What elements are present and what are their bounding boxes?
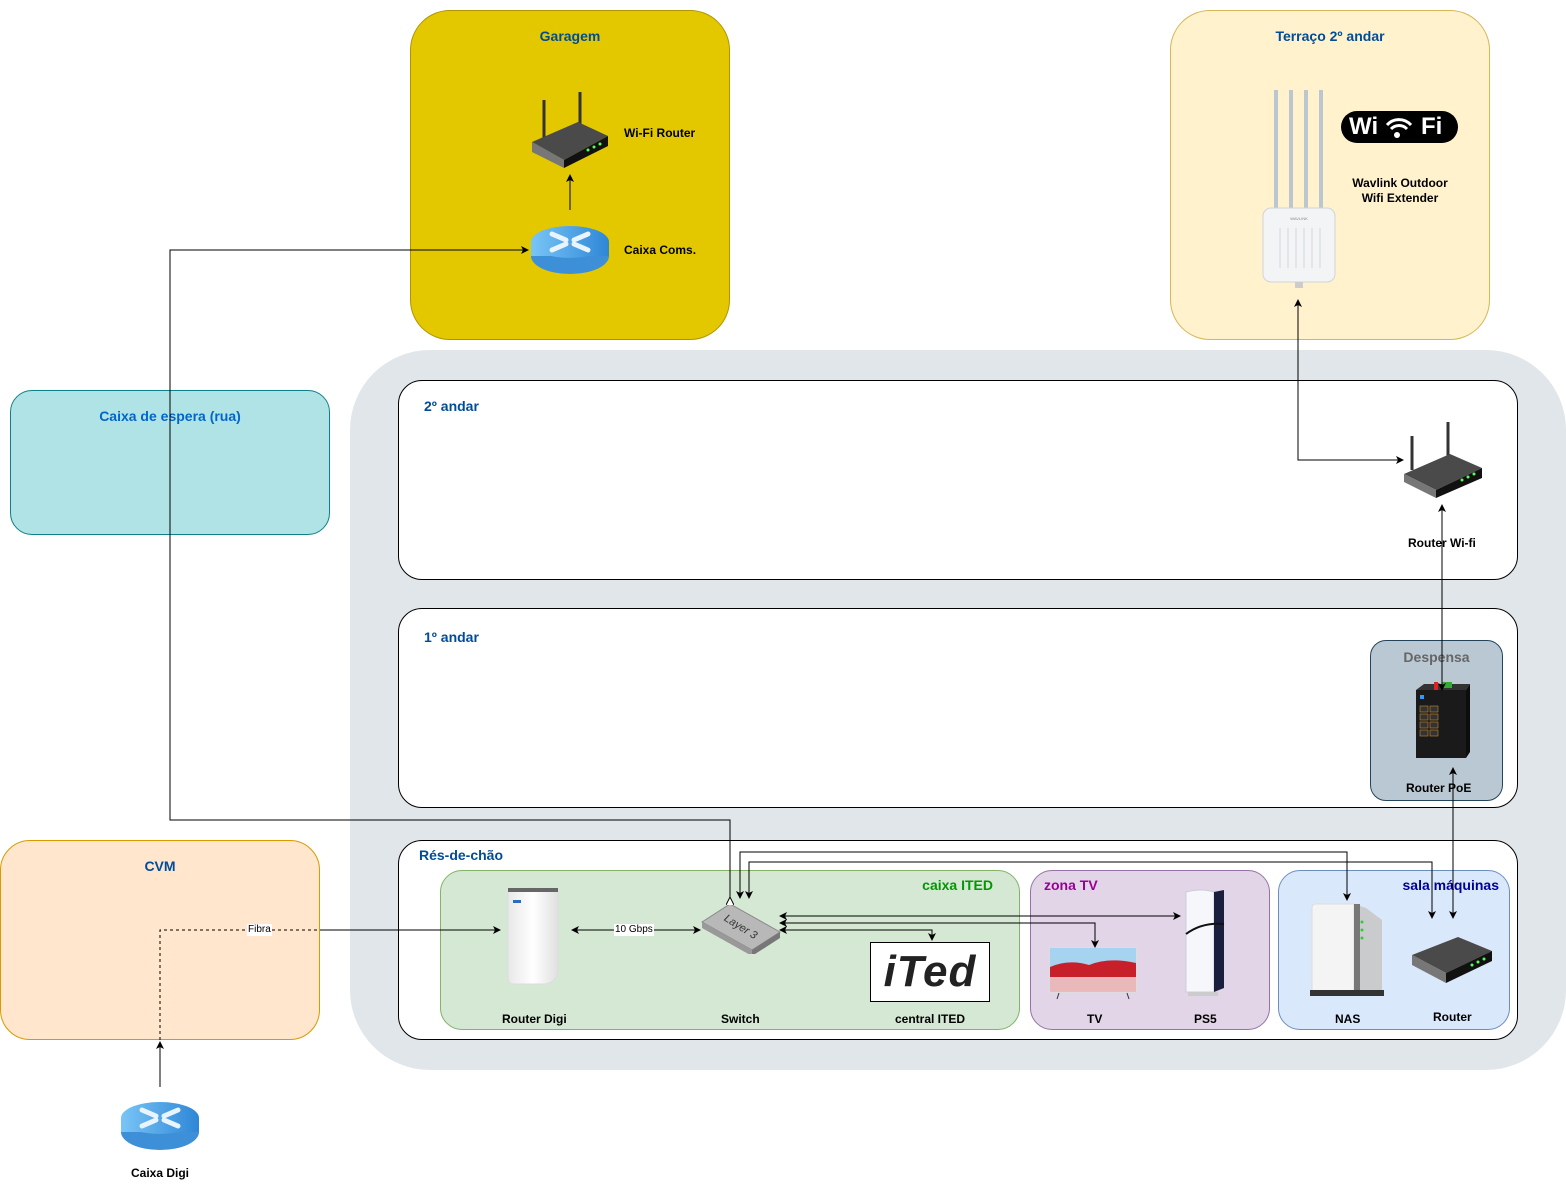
wifi-router-garagem-label: Wi-Fi Router: [624, 126, 696, 140]
wifi-logo: Wi Fi: [1341, 111, 1458, 143]
zone-caixa-ited-title: caixa ITED: [922, 877, 993, 893]
fibra-label: Fibra: [247, 924, 272, 936]
wavlink-brand: WAVLINK: [1290, 216, 1308, 221]
wavlink-label: Wavlink Outdoor Wifi Extender: [1352, 176, 1448, 205]
nas-icon[interactable]: [1310, 902, 1386, 998]
zone-despensa: Despensa: [1370, 640, 1503, 801]
caixa-coms-router-icon[interactable]: [530, 224, 610, 276]
wifi-signal-icon: [1385, 113, 1413, 141]
zone-andar1: 1º andar: [398, 608, 1518, 808]
switch-label: Switch: [721, 1012, 760, 1026]
zone-despensa-title: Despensa: [1403, 649, 1470, 665]
zone-cvm: CVM: [0, 840, 320, 1040]
caixa-coms-label: Caixa Coms.: [624, 243, 697, 257]
ps5-label: PS5: [1194, 1012, 1217, 1026]
zone-andar2: 2º andar: [398, 380, 1518, 580]
caixa-digi-label: Caixa Digi: [131, 1166, 190, 1180]
zone-sala-maquinas-title: sala máquinas: [1402, 877, 1500, 893]
wifi-router-icon[interactable]: [528, 90, 612, 172]
switch-layer3-icon[interactable]: Layer 3: [700, 902, 782, 954]
zone-andar2-title: 2º andar: [424, 398, 479, 414]
ps5-icon[interactable]: [1182, 888, 1226, 998]
router-digi-icon[interactable]: [505, 886, 561, 986]
zone-garagem: Garagem: [410, 10, 730, 340]
wifi-logo-wi: Wi: [1349, 113, 1379, 140]
tv-icon[interactable]: [1049, 947, 1139, 1001]
gbps-label: 10 Gbps: [614, 924, 654, 936]
ited-logo[interactable]: iTed: [870, 942, 990, 1002]
wifi-logo-fi: Fi: [1421, 113, 1443, 140]
router-wifi-icon[interactable]: [1400, 418, 1484, 500]
zone-terraco-title: Terraço 2º andar: [1275, 28, 1385, 44]
router-wifi-label: Router Wi-fi: [1408, 536, 1476, 550]
router-poe-icon[interactable]: [1414, 682, 1470, 760]
zone-cvm-title: CVM: [144, 858, 176, 874]
wavlink-extender-icon[interactable]: WAVLINK: [1260, 88, 1338, 296]
ited-logo-text: iTed: [883, 947, 977, 996]
router-poe-label: Router PoE: [1406, 781, 1472, 795]
zone-andar1-title: 1º andar: [424, 629, 479, 645]
zone-res-chao-title: Rés-de-chão: [419, 847, 504, 863]
router-label: Router: [1433, 1010, 1472, 1024]
nas-label: NAS: [1335, 1012, 1361, 1026]
router-digi-label: Router Digi: [502, 1012, 567, 1026]
tv-label: TV: [1087, 1012, 1103, 1026]
central-ited-label: central ITED: [895, 1012, 966, 1026]
router-icon[interactable]: [1408, 933, 1494, 985]
zone-garagem-title: Garagem: [539, 28, 601, 44]
zone-tv-title: zona TV: [1044, 877, 1098, 893]
caixa-digi-router-icon[interactable]: [120, 1100, 200, 1152]
zone-caixa-espera: Caixa de espera (rua): [10, 390, 330, 535]
zone-caixa-espera-title: Caixa de espera (rua): [99, 408, 241, 424]
zone-terraco: Terraço 2º andar: [1170, 10, 1490, 340]
